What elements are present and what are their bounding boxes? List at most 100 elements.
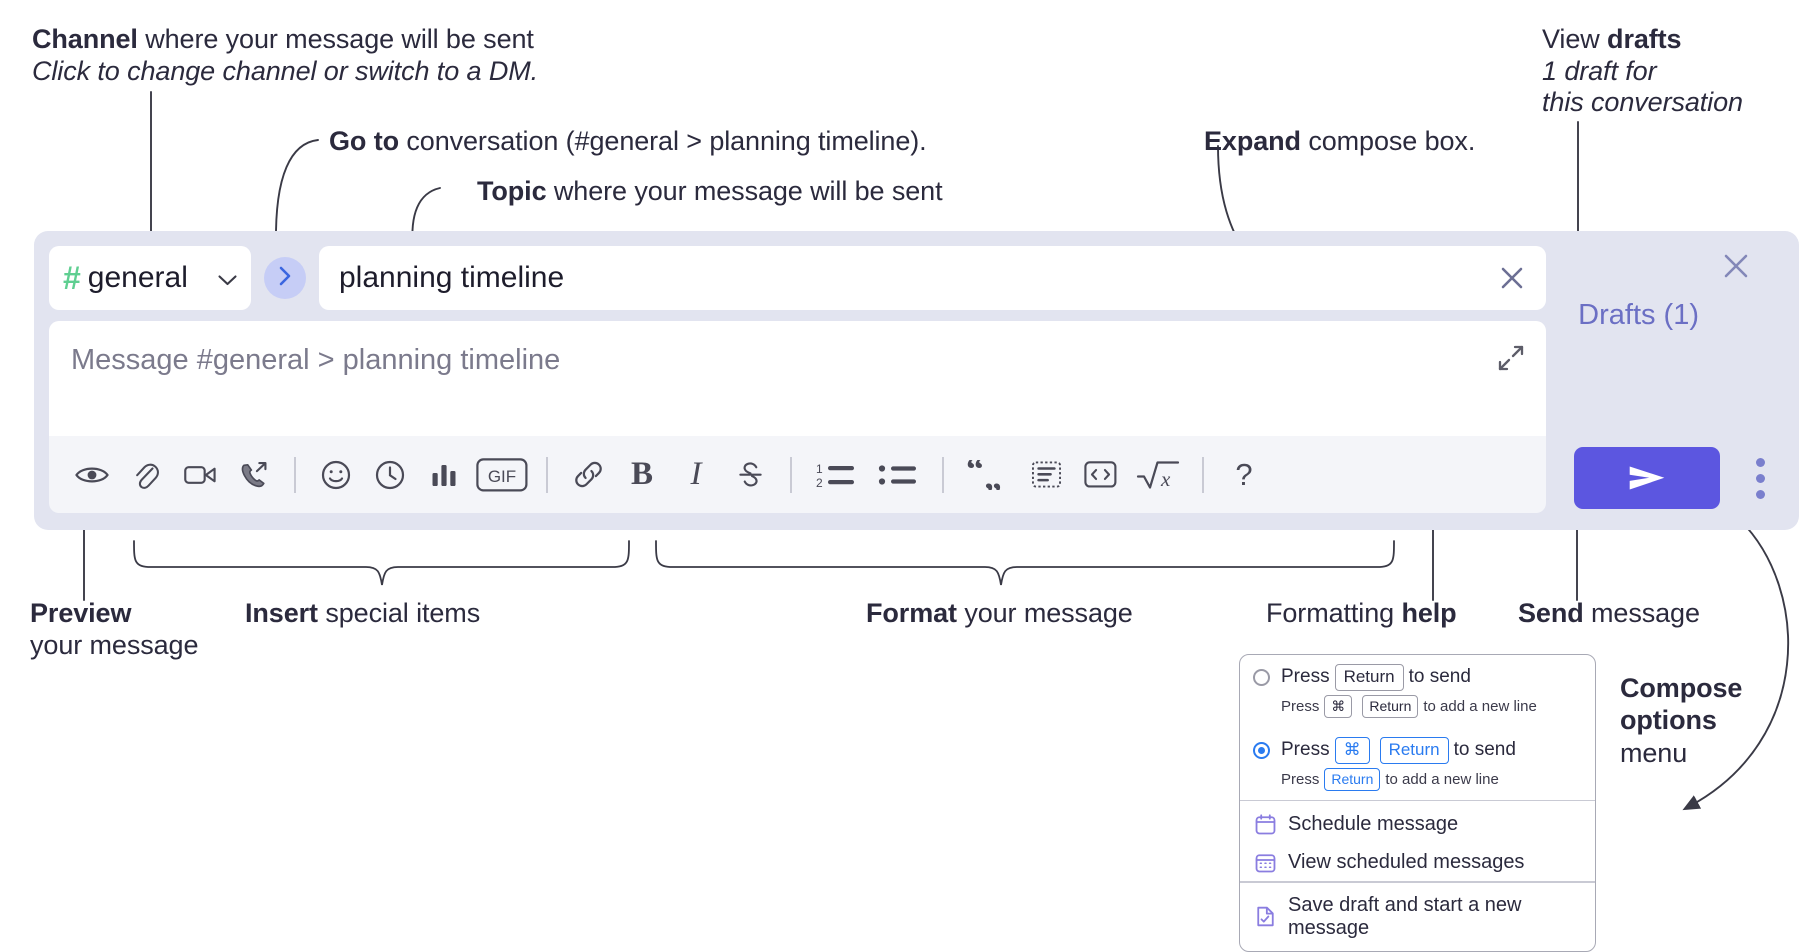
- message-placeholder: Message #general > planning timeline: [71, 344, 561, 376]
- menu-item-label: Save draft and start a new message: [1288, 893, 1522, 939]
- save-draft-icon: [1253, 905, 1277, 929]
- italic-icon: I: [690, 456, 702, 492]
- smiley-icon: [321, 460, 351, 489]
- math-button[interactable]: x: [1127, 448, 1189, 502]
- compose-options-button[interactable]: [1742, 453, 1778, 503]
- calendar-icon: [1253, 812, 1277, 836]
- svg-text:x: x: [1160, 467, 1171, 491]
- goto-conversation-button[interactable]: [264, 257, 306, 299]
- bulleted-list-icon: [878, 464, 916, 485]
- annotation-drafts: View drafts 1 draft for this conversatio…: [1542, 24, 1743, 118]
- square-root-icon: x: [1136, 460, 1180, 491]
- annotation-goto: Go to conversation (#general > planning …: [329, 126, 927, 156]
- code-inline-icon: [1031, 461, 1061, 488]
- menu-item-schedule-message[interactable]: Schedule message: [1240, 801, 1595, 843]
- bold-icon: B: [630, 456, 653, 492]
- expand-diagonal-icon[interactable]: [1492, 339, 1530, 377]
- strikethrough-button[interactable]: [723, 448, 777, 502]
- strikethrough-icon: [738, 462, 762, 487]
- svg-text:2: 2: [816, 476, 823, 489]
- formatting-toolbar: GIF B I: [49, 436, 1546, 513]
- annotation-format: Format your message: [866, 598, 1133, 628]
- question-mark-icon: ?: [1235, 457, 1253, 492]
- eye-icon: [75, 467, 109, 482]
- schedule-button[interactable]: [363, 448, 417, 502]
- toolbar-separator: [546, 456, 548, 493]
- compose-inner: # general planning timeline Message #g: [49, 245, 1546, 513]
- video-clip-button[interactable]: [173, 448, 227, 502]
- compose-options-menu: Press Return to send Press ⌘ Return to a…: [1239, 654, 1596, 952]
- bulleted-list-button[interactable]: [867, 448, 929, 502]
- drafts-link[interactable]: Drafts (1): [1578, 299, 1699, 331]
- link-icon: [574, 461, 602, 488]
- option-label-post: to send: [1408, 666, 1471, 688]
- svg-text:1: 1: [816, 462, 823, 476]
- send-option-cmd-return[interactable]: Press ⌘ Return to send: [1240, 728, 1595, 764]
- annotation-send: Send message: [1518, 598, 1700, 628]
- menu-item-save-draft[interactable]: Save draft and start a new message: [1240, 883, 1595, 951]
- send-option-return-hint: Press ⌘ Return to add a new line: [1240, 691, 1595, 728]
- compose-header-row: # general planning timeline: [49, 245, 1546, 311]
- code-block-button[interactable]: [1073, 448, 1127, 502]
- chevron-down-icon: [218, 273, 237, 285]
- annotation-preview: Preview your message: [30, 598, 199, 660]
- annotation-insert: Insert special items: [245, 598, 481, 628]
- poll-button[interactable]: [417, 448, 471, 502]
- annotation-formatting-help: Formatting help: [1266, 598, 1457, 628]
- compose-panel: # general planning timeline Message #g: [34, 231, 1799, 530]
- annotation-compose-options: Compose options menu: [1620, 673, 1743, 768]
- emoji-button[interactable]: [309, 448, 363, 502]
- option-label-pre: Press: [1281, 739, 1330, 761]
- svg-text:„: „: [984, 460, 1002, 490]
- gif-icon: GIF: [476, 457, 528, 491]
- kebab-dot: [1755, 473, 1765, 483]
- key-command: ⌘: [1324, 694, 1353, 718]
- channel-picker-button[interactable]: # general: [49, 246, 251, 310]
- toolbar-separator: [294, 456, 296, 493]
- annotation-expand: Expand compose box.: [1204, 126, 1476, 156]
- topic-input-field[interactable]: planning timeline: [319, 246, 1546, 310]
- radio-selected-icon[interactable]: [1253, 741, 1270, 759]
- kebab-dot: [1755, 457, 1765, 467]
- gif-button[interactable]: GIF: [471, 448, 533, 502]
- annotation-channel: Channel where your message will be sent …: [32, 24, 539, 86]
- formatting-help-button[interactable]: ?: [1217, 448, 1271, 502]
- toolbar-separator: [1202, 456, 1204, 493]
- gif-label: GIF: [488, 467, 516, 486]
- ordered-list-icon: 1 2: [816, 462, 854, 489]
- code-button[interactable]: [1019, 448, 1073, 502]
- code-block-icon: [1083, 461, 1116, 488]
- menu-item-label: View scheduled messages: [1288, 850, 1525, 873]
- hint-post: to add a new line: [1385, 770, 1499, 788]
- menu-item-label: Schedule message: [1288, 812, 1459, 835]
- blockquote-button[interactable]: “ „: [957, 448, 1019, 502]
- key-return: Return: [1334, 664, 1404, 691]
- send-option-cmd-return-hint: Press Return to add a new line: [1240, 764, 1595, 800]
- bold-button[interactable]: B: [615, 448, 669, 502]
- send-option-return[interactable]: Press Return to send: [1240, 655, 1595, 691]
- hint-pre: Press: [1281, 770, 1320, 788]
- preview-button[interactable]: [65, 448, 119, 502]
- bar-chart-icon: [432, 464, 456, 486]
- send-button[interactable]: [1574, 447, 1720, 509]
- option-label-pre: Press: [1281, 666, 1330, 688]
- radio-unselected-icon[interactable]: [1253, 668, 1270, 686]
- option-label-post: to send: [1453, 739, 1516, 761]
- italic-button[interactable]: I: [669, 448, 723, 502]
- hash-icon: #: [63, 260, 81, 296]
- menu-divider: [1240, 881, 1595, 883]
- send-paper-plane-icon: [1629, 466, 1665, 490]
- audio-clip-button[interactable]: [227, 448, 281, 502]
- close-icon[interactable]: [1715, 245, 1757, 287]
- attach-file-button[interactable]: [119, 448, 173, 502]
- chevron-right-icon: [279, 266, 291, 291]
- close-icon[interactable]: [1492, 258, 1532, 298]
- svg-text:“: “: [966, 460, 984, 489]
- link-button[interactable]: [561, 448, 615, 502]
- key-command: ⌘: [1334, 736, 1370, 764]
- menu-divider: [1240, 799, 1595, 802]
- message-input-area[interactable]: Message #general > planning timeline: [49, 321, 1546, 436]
- channel-name-label: general: [87, 261, 188, 294]
- menu-item-view-scheduled-messages[interactable]: View scheduled messages: [1240, 843, 1595, 881]
- ordered-list-button[interactable]: 1 2: [805, 448, 867, 502]
